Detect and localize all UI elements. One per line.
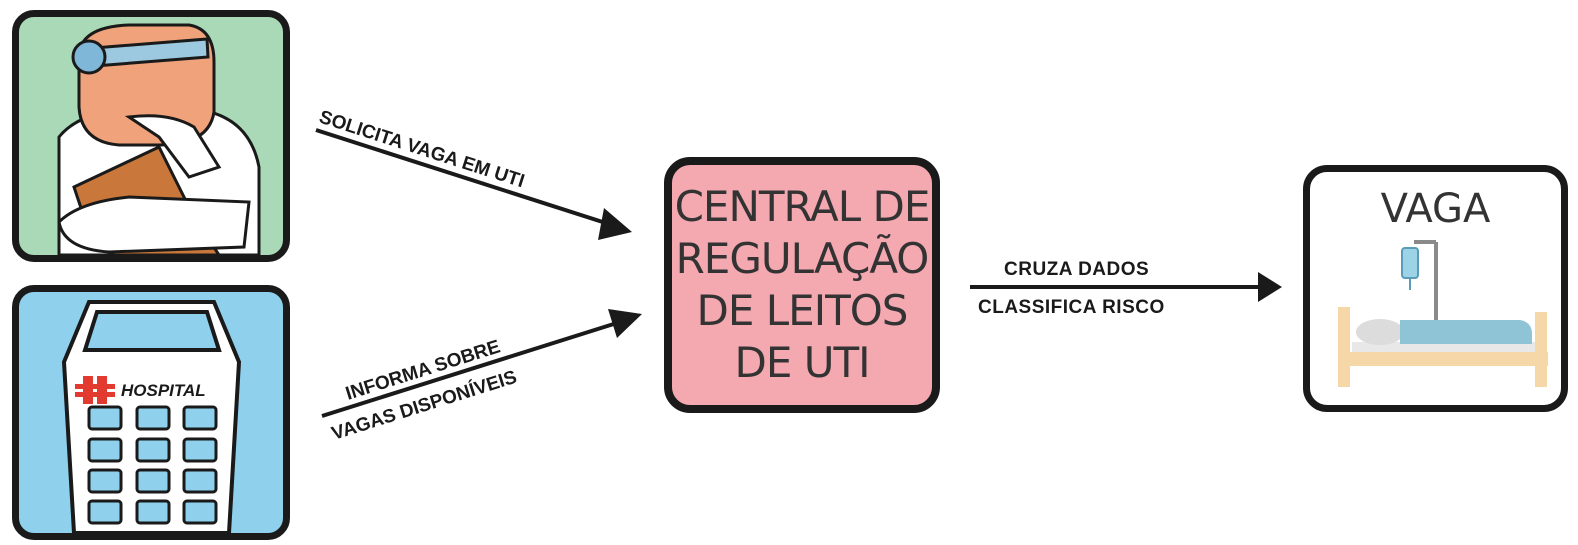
cross-label-line1: CRUZA DADOS xyxy=(1004,259,1150,280)
central-line-4: DE UTI xyxy=(734,338,870,387)
central-line-1: CENTRAL DE xyxy=(674,182,931,231)
vaga-title: VAGA xyxy=(1380,186,1491,232)
doctor-panel xyxy=(12,10,290,262)
hospital-building-icon: HOSPITAL xyxy=(61,300,242,533)
doctor-with-clipboard-icon xyxy=(57,23,261,255)
cross-arrow-head xyxy=(1258,272,1282,302)
vaga-panel: VAGA xyxy=(1303,165,1568,412)
request-arrow-head xyxy=(598,208,632,240)
inform-arrow xyxy=(321,320,621,418)
request-label: SOLICITA VAGA EM UTI xyxy=(316,107,526,192)
hospital-bed-icon xyxy=(1338,240,1548,387)
request-arrow xyxy=(315,128,613,227)
central-line-2: REGULAÇÃO xyxy=(675,234,930,283)
hospital-sign: HOSPITAL xyxy=(121,381,206,400)
red-cross-icon xyxy=(75,376,115,404)
central-line-3: DE LEITOS xyxy=(696,286,909,335)
hospital-panel: HOSPITAL xyxy=(12,285,290,540)
inform-arrow-head xyxy=(608,309,642,338)
cross-label-line2: CLASSIFICA RISCO xyxy=(978,297,1165,318)
central-regulation-box: CENTRAL DE REGULAÇÃO DE LEITOS DE UTI xyxy=(664,157,940,413)
